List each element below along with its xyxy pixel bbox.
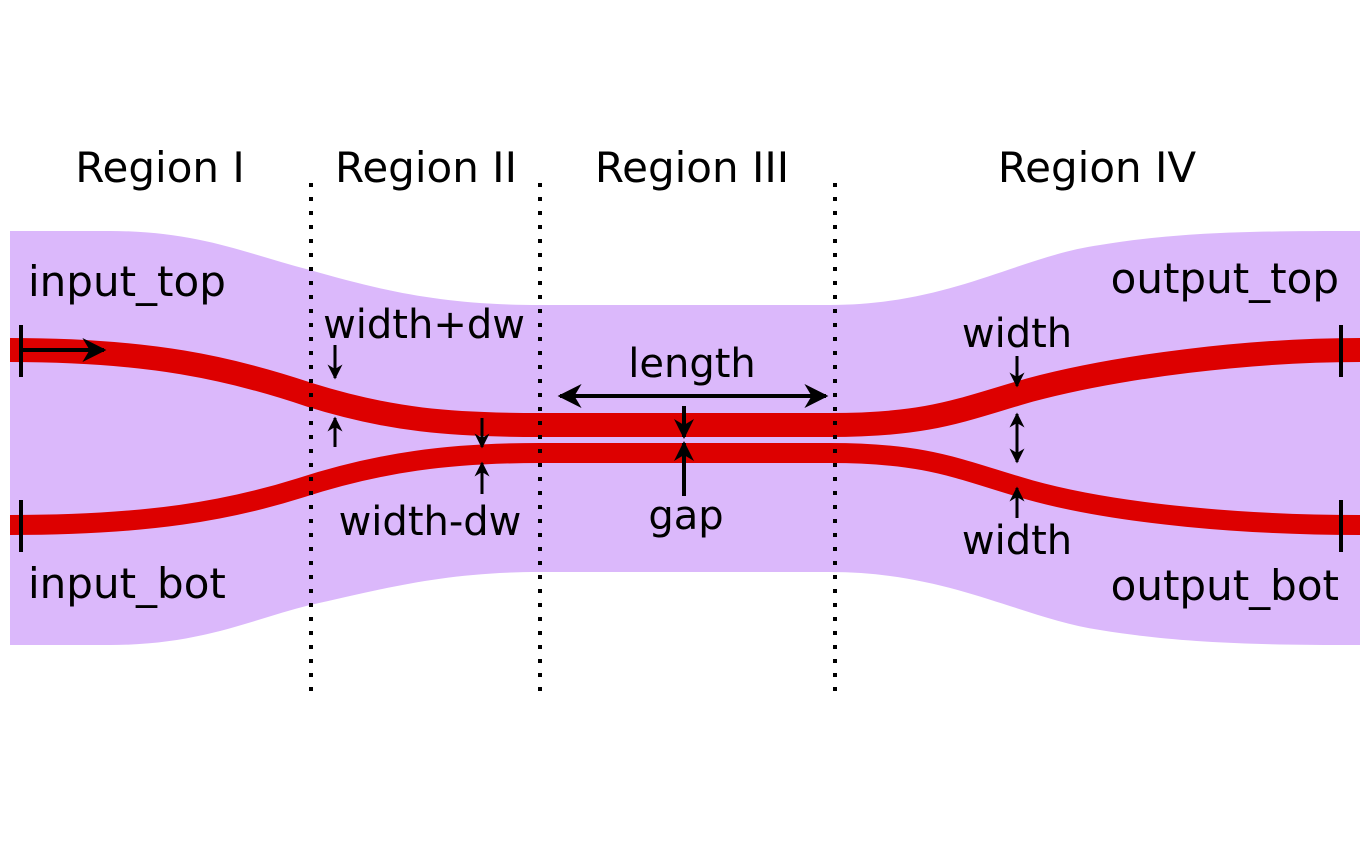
dim-label-gap: gap (648, 493, 723, 539)
port-label-output-bot: output_bot (1111, 561, 1339, 610)
dim-label-width-bottom: width (962, 518, 1072, 564)
region-label-4: Region IV (998, 143, 1197, 192)
region-label-3: Region III (595, 143, 789, 192)
dim-label-width-top: width (962, 311, 1072, 357)
region-label-2: Region II (335, 143, 517, 192)
port-label-output-top: output_top (1111, 254, 1339, 303)
dim-label-length: length (628, 341, 756, 387)
dim-label-width-minus-dw: width-dw (339, 499, 522, 545)
dim-label-width-plus-dw: width+dw (323, 302, 525, 348)
port-label-input-top: input_top (28, 257, 226, 306)
port-label-input-bot: input_bot (28, 559, 226, 608)
region-label-1: Region I (75, 143, 245, 192)
